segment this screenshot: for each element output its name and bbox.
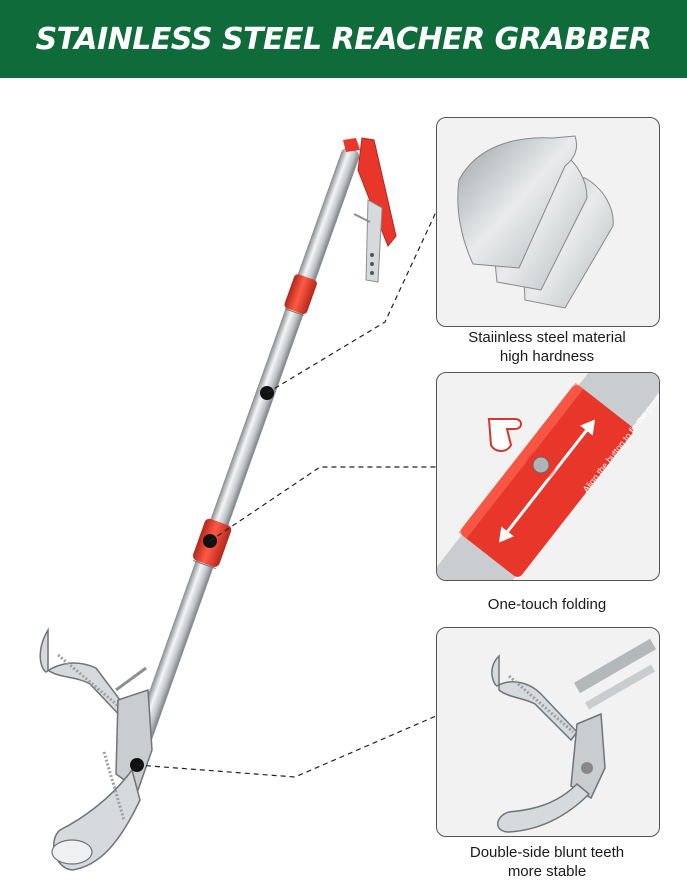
- folding-caption: One-touch folding: [436, 595, 658, 614]
- handle-trigger: [343, 137, 397, 283]
- grabber-pole: [130, 148, 360, 755]
- caption-line: more stable: [507, 863, 587, 880]
- steel-material-panel: [436, 117, 660, 327]
- double-arrow-icon: [498, 419, 596, 543]
- folding-closeup: Align the button to fix the position: [437, 373, 659, 580]
- grabber-jaw: [39, 627, 153, 871]
- finger-press-icon: [487, 418, 522, 452]
- steel-material-caption: Staiinless steel material high hardness: [436, 328, 658, 366]
- product-title: STAINLESS STEEL REACHER GRABBER: [35, 21, 652, 57]
- steel-sheets-icon: [457, 135, 614, 309]
- caption-line: Staiinless steel material: [468, 329, 626, 346]
- folding-panel: Align the button to fix the position: [436, 372, 660, 581]
- caption-line: One-touch folding: [487, 596, 607, 613]
- teeth-panel: [436, 627, 660, 837]
- teeth-caption: Double-side blunt teeth more stable: [436, 843, 658, 881]
- title-banner: STAINLESS STEEL REACHER GRABBER: [0, 0, 687, 78]
- caption-line: Double-side blunt teeth: [469, 844, 625, 861]
- caption-line: high hardness: [499, 348, 595, 365]
- grabber-jaw-icon: [491, 638, 657, 833]
